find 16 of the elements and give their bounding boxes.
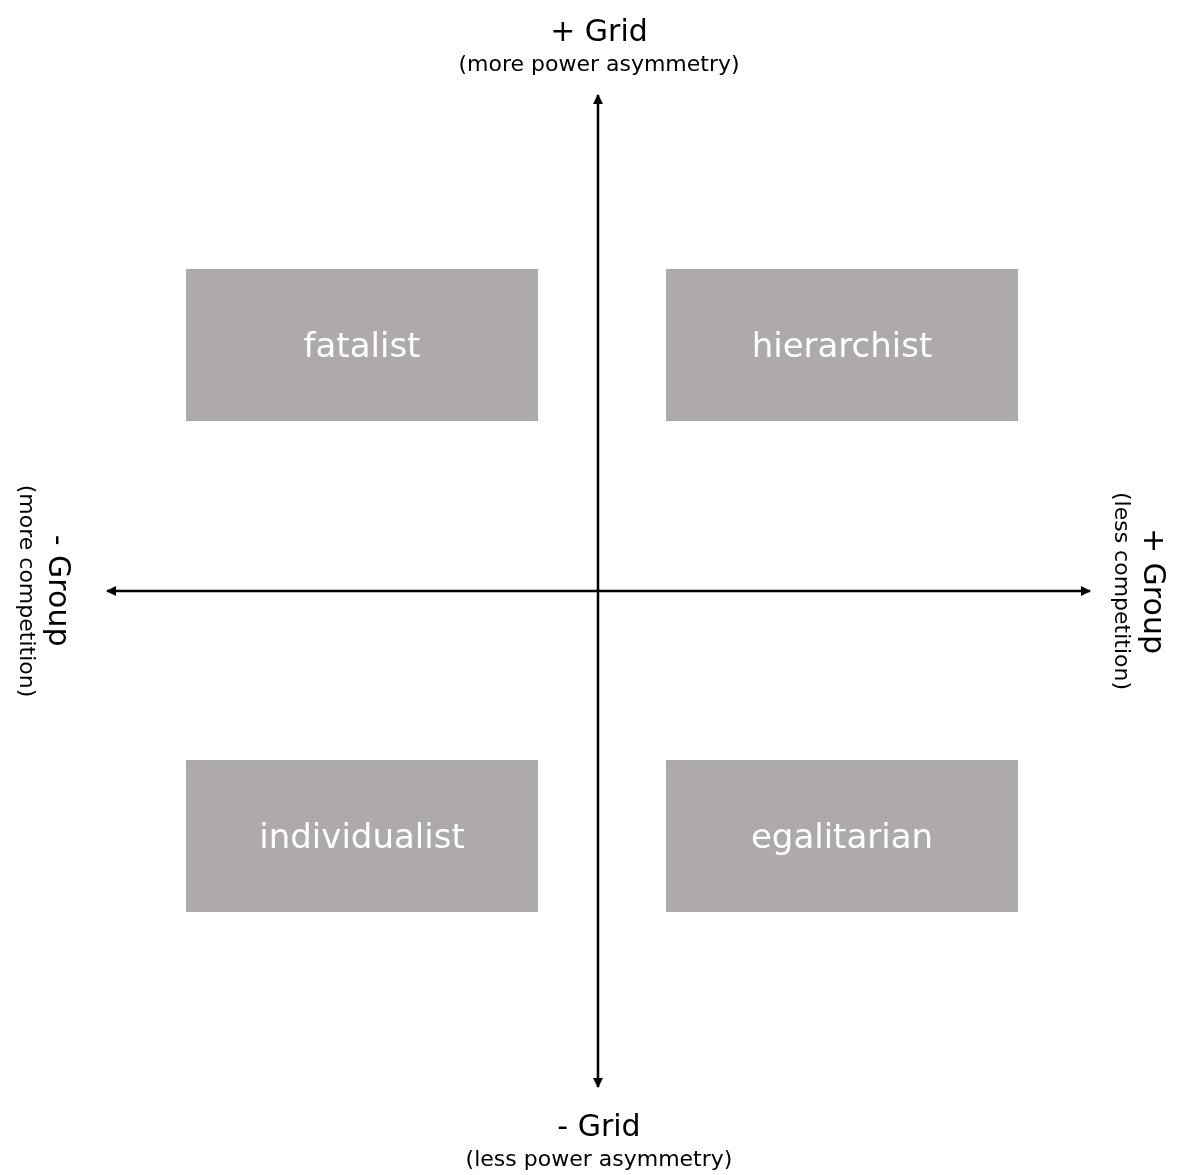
- axis-description: (less power asymmetry): [465, 1144, 733, 1173]
- axis-description: (more power asymmetry): [458, 49, 740, 78]
- axis-title: - Group: [41, 535, 79, 647]
- axis-title: + Grid: [550, 11, 648, 50]
- axis-title: - Grid: [557, 1106, 641, 1145]
- axis-description: (less competition): [1108, 491, 1136, 691]
- quadrant-box: [666, 269, 1018, 421]
- quadrant-label: fatalist: [303, 325, 421, 365]
- quadrant-box: [186, 760, 538, 912]
- axis-description: (more competition): [13, 484, 41, 698]
- quadrant-label: hierarchist: [751, 325, 933, 365]
- axis-title: + Group: [1136, 528, 1174, 654]
- quadrant-box: [666, 760, 1018, 912]
- quadrant-label: individualist: [259, 816, 465, 856]
- quadrant-label: egalitarian: [750, 816, 934, 856]
- quadrant-box: [186, 269, 538, 421]
